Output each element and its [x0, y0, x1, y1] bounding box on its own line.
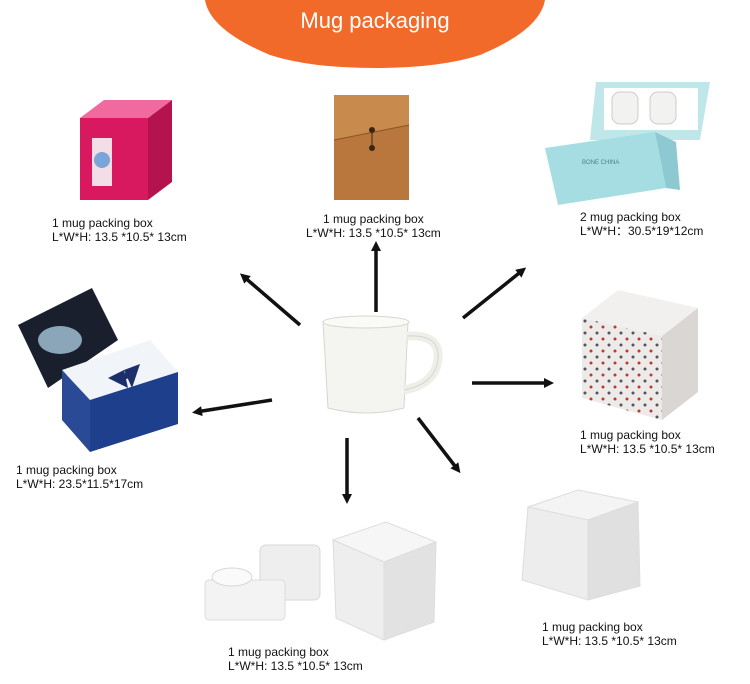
caption-label: 2 mug packing box — [580, 210, 681, 224]
caption-label: 1 mug packing box — [16, 463, 117, 477]
caption-dims: L*W*H: 13.5 *10.5* 13cm — [52, 230, 187, 244]
caption-blue-gift-box: 2 mug packing box L*W*H：30.5*19*12cm — [580, 210, 703, 238]
dotted-box-illustration — [582, 290, 698, 420]
caption-dotted-box: 1 mug packing box L*W*H: 13.5 *10.5* 13c… — [580, 428, 715, 456]
caption-dims: L*W*H: 13.5 *10.5* 13cm — [542, 634, 677, 648]
arrow-up-left — [239, 273, 302, 327]
foam-white-box-illustration — [204, 521, 438, 641]
caption-dims: L*W*H: 23.5*11.5*17cm — [16, 477, 144, 491]
caption-label: 1 mug packing box — [542, 620, 643, 634]
caption-dims: L*W*H: 13.5 *10.5* 13cm — [580, 442, 715, 456]
caption-pink-window-box: 1 mug packing box L*W*H: 13.5 *10.5* 13c… — [52, 216, 187, 244]
caption-dims: L*W*H: 13.5 *10.5* 13cm — [306, 226, 441, 240]
caption-kraft-box: 1 mug packing box L*W*H: 13.5 *10.5* 13c… — [306, 212, 441, 240]
caption-foam-white-box: 1 mug packing box L*W*H: 13.5 *10.5* 13c… — [228, 645, 363, 673]
arrow-up-right — [461, 267, 527, 320]
pink-window-box-illustration — [80, 100, 172, 200]
arrow-down-right — [416, 416, 461, 474]
caption-white-box-right: 1 mug packing box L*W*H: 13.5 *10.5* 13c… — [542, 620, 677, 648]
arrow-left — [192, 398, 273, 417]
box-print-text: BONE CHINA — [582, 160, 619, 166]
caption-dims: L*W*H：30.5*19*12cm — [580, 224, 704, 238]
page-title: Mug packaging — [300, 8, 450, 33]
caption-label: 1 mug packing box — [52, 216, 153, 230]
blue-gift-box-illustration: BONE CHINA — [545, 82, 710, 205]
mug-illustration — [322, 315, 443, 414]
caption-label: 1 mug packing box — [323, 212, 424, 226]
caption-label: 1 mug packing box — [228, 645, 329, 659]
white-box-right-illustration — [521, 489, 641, 601]
caption-navy-ribbon-box: 1 mug packing box L*W*H: 23.5*11.5*17cm — [16, 463, 143, 491]
header-banner — [205, 0, 545, 68]
caption-label: 1 mug packing box — [580, 428, 681, 442]
caption-dims: L*W*H: 13.5 *10.5* 13cm — [228, 659, 363, 673]
kraft-box-illustration — [333, 95, 410, 200]
navy-ribbon-box-illustration — [18, 288, 178, 452]
